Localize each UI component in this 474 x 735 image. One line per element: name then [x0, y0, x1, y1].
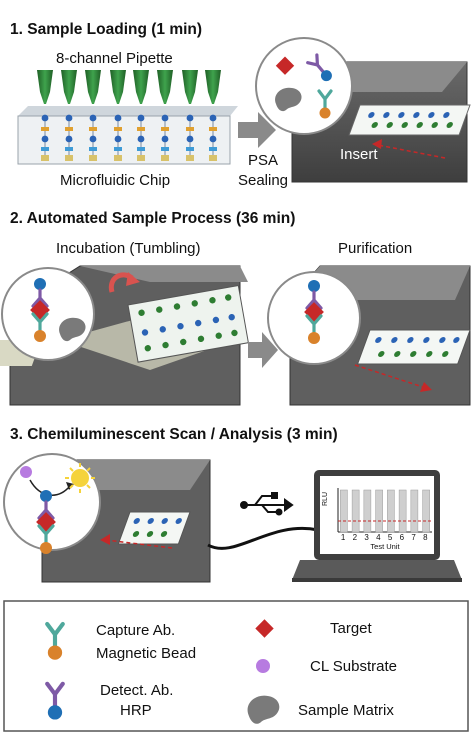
- chart-bar-1: [340, 489, 348, 533]
- chart-bar-2: [351, 489, 360, 533]
- legend-hrp-label: HRP: [120, 702, 152, 719]
- chart-bar-8: [422, 489, 430, 533]
- instrument-1: [291, 61, 471, 183]
- chart-bar-5: [387, 489, 395, 533]
- chart-tick-1: 1: [340, 533, 346, 542]
- chart-tick-7: 7: [411, 533, 416, 542]
- chart-tick-4: 4: [376, 533, 381, 542]
- chart-tick-3: 3: [364, 533, 369, 542]
- chart-tick-5: 5: [387, 533, 393, 542]
- complex-circle-2a: [1, 267, 95, 361]
- legend-target-icon: [255, 619, 274, 638]
- chart-bar-3: [363, 489, 372, 533]
- usb-icon: [240, 492, 294, 516]
- pipette-tips: [37, 70, 221, 104]
- step1-heading: 1. Sample Loading (1 min): [10, 21, 203, 38]
- legend-detect-label: Detect. Ab.: [100, 682, 174, 699]
- insert-label: Insert: [340, 146, 378, 163]
- legend-matrix-label: Sample Matrix: [298, 702, 394, 719]
- chart-bar-6: [398, 489, 407, 533]
- usb-cable: [207, 526, 319, 550]
- step2-heading: 2. Automated Sample Process (36 min): [10, 210, 296, 227]
- chart-tick-6: 6: [399, 533, 405, 542]
- chip-label: Microfluidic Chip: [60, 172, 171, 189]
- legend-cl-substrate-icon: [256, 659, 270, 673]
- complex-circle-2b: [267, 271, 361, 365]
- reagents-circle-1: [255, 37, 353, 135]
- process-arrow-2: [248, 332, 278, 368]
- sealing-label: Sealing: [237, 172, 289, 189]
- legend-target-label: Target: [330, 620, 372, 637]
- chart-xlabel: Test Unit: [370, 542, 400, 551]
- chart-ylabel: RLU: [322, 491, 329, 506]
- legend-cl-label: CL Substrate: [310, 658, 397, 675]
- chart-bar-4: [375, 489, 383, 533]
- step3-heading: 3. Chemiluminescent Scan / Analysis (3 m…: [10, 426, 338, 443]
- chart-tick-2: 2: [352, 533, 358, 542]
- psa-label: PSA: [247, 152, 278, 169]
- chart-tick-8: 8: [423, 533, 428, 542]
- microfluidic-chip: [17, 106, 238, 165]
- legend-box: [3, 600, 469, 732]
- pipette-label: 8-channel Pipette: [56, 50, 173, 67]
- incubation-label: Incubation (Tumbling): [56, 240, 201, 257]
- process-arrow-1: [238, 112, 276, 148]
- legend-capture-label: Capture Ab.: [96, 622, 176, 639]
- purification-label: Purification: [338, 240, 413, 257]
- legend-bead-label: Magnetic Bead: [96, 645, 197, 662]
- detection-circle-3: [3, 453, 101, 556]
- chart-bar-7: [410, 489, 419, 533]
- chart-bars: [340, 489, 430, 533]
